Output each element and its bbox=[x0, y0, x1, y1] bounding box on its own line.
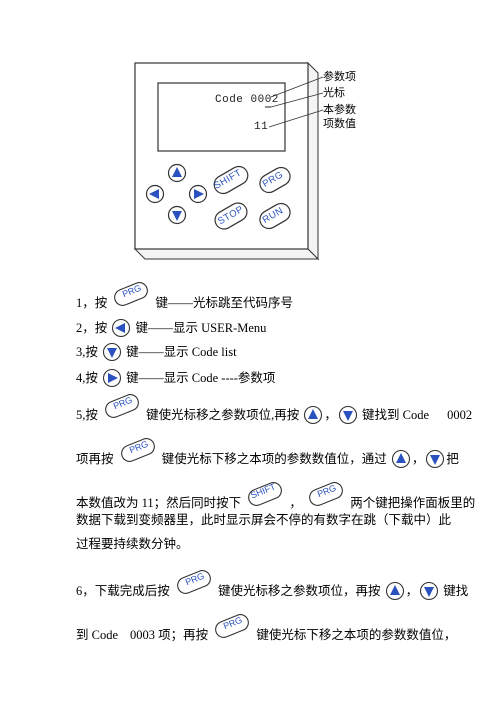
keypad-drawing bbox=[133, 61, 324, 261]
down-arrow-icon bbox=[419, 581, 439, 601]
lcd-screen bbox=[157, 82, 286, 152]
step-1: 1，按 PRG 键——光标跳至代码序号 bbox=[76, 281, 293, 316]
callout-param-value-2: 项数值 bbox=[323, 117, 356, 130]
run-button bbox=[259, 202, 291, 230]
step-3: 3,按 键——显示 Code list bbox=[76, 342, 237, 362]
right-button bbox=[188, 184, 208, 204]
step-4: 4,按 键——显示 Code ----参数项 bbox=[76, 368, 275, 388]
step-5-line-3: 本数值改为 11；然后同时按下 SHIFT ， PRG 两个键把操作面板里的 bbox=[76, 481, 476, 510]
prg-key-icon: PRG bbox=[305, 481, 347, 507]
prg-key-icon: PRG bbox=[211, 613, 253, 639]
lcd-code-text: Code 0002 bbox=[215, 94, 279, 106]
step-5-line-5: 过程要持续数分钟。 bbox=[76, 537, 189, 552]
prg-key-icon: PRG bbox=[101, 393, 143, 419]
prg-key-icon: PRG bbox=[110, 281, 152, 307]
shift-button bbox=[213, 165, 249, 195]
prg-key-icon: PRG bbox=[117, 437, 159, 463]
up-button bbox=[167, 163, 187, 183]
right-arrow-icon bbox=[102, 368, 122, 388]
shift-key-icon: SHIFT bbox=[244, 481, 286, 507]
down-arrow-icon bbox=[338, 405, 358, 425]
step-5-line-2: 项再按 PRG 键使光标下移之本项的参数数值位，通过 ，把 bbox=[76, 437, 459, 472]
keypad-panel: Code 0002 11 SHIFT PRG STOP RUN 参数项 光标 本… bbox=[133, 61, 356, 261]
left-arrow-icon bbox=[111, 318, 131, 338]
callout-cursor: 光标 bbox=[323, 86, 345, 99]
step-5-line-4: 数据下载到变频器里，此时显示屏会不停的有数字在跳（下载中）此 bbox=[76, 513, 452, 528]
up-arrow-icon bbox=[391, 449, 411, 469]
up-arrow-icon bbox=[303, 405, 323, 425]
left-button bbox=[145, 184, 165, 204]
prg-key-icon: PRG bbox=[173, 569, 215, 595]
down-arrow-icon bbox=[425, 449, 445, 469]
prg-button bbox=[259, 166, 291, 194]
stop-button bbox=[214, 202, 248, 230]
up-arrow-icon bbox=[385, 581, 405, 601]
step-2: 2，按 键——显示 USER-Menu bbox=[76, 318, 266, 338]
callout-param-item: 参数项 bbox=[323, 70, 356, 83]
step-6-line-1: 6，下载完成后按 PRG 键使光标移之参数项位，再按 ， 键找 bbox=[76, 569, 468, 604]
callout-param-value-1: 本参数 bbox=[323, 103, 356, 116]
lcd-value-text: 11 bbox=[254, 121, 269, 133]
down-button bbox=[167, 205, 187, 225]
down-arrow-icon bbox=[102, 342, 122, 362]
